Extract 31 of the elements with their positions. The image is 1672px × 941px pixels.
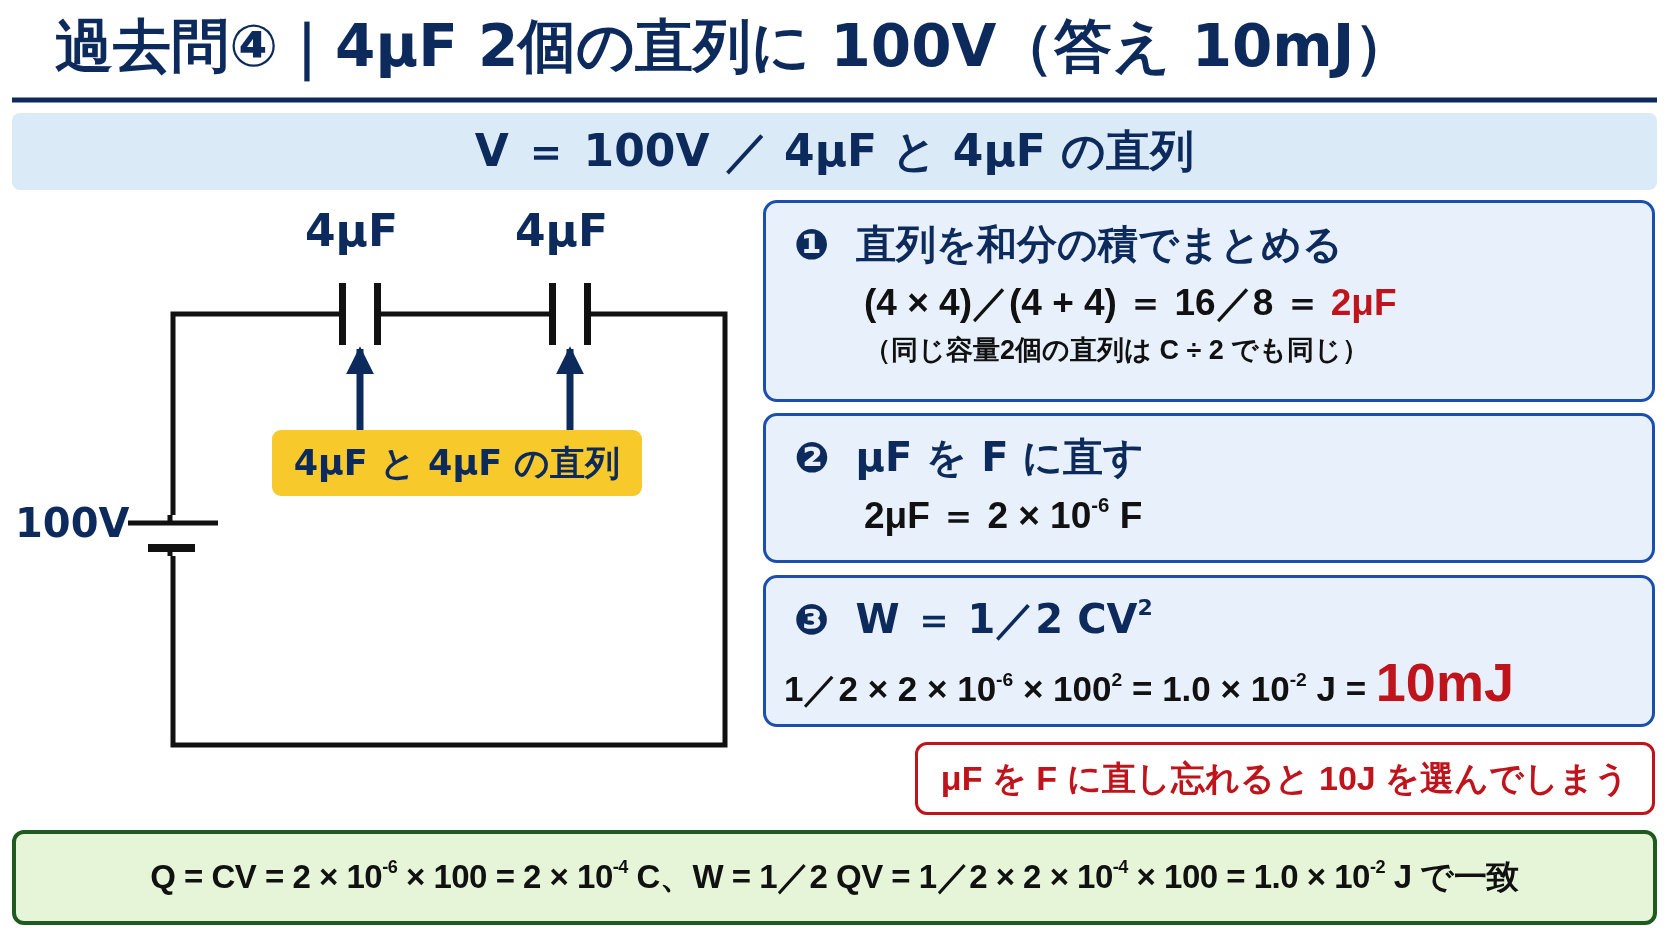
step-heading: 直列を和分の積でまとめる [855, 220, 1343, 269]
step-number: ❸ [794, 595, 830, 644]
formula-text: (4 × 4)／(4 + 4) ＝ 16／8 ＝ 2μF [863, 281, 1398, 325]
wire [170, 311, 339, 515]
formula-text: 1／2 × 2 × 10$^{-6}$ × 100$^{2}$ = 1.0 × 10$^{-2}$ J = 10mJ [784, 651, 1515, 713]
step-card [763, 413, 1655, 563]
capacitance-label: 4μF [305, 205, 399, 256]
subtitle-band [12, 113, 1657, 190]
step-card [763, 575, 1655, 727]
label-text: V ＝ 100V ／ 4μF と 4μF の直列 [474, 124, 1195, 178]
summary-box [12, 830, 1657, 925]
step-number: ❷ [794, 433, 830, 482]
formula-text: 2μF ＝ 2 × 10$^{-6}$ F [863, 492, 1144, 538]
warning-box [915, 742, 1655, 815]
voltage-label: 100V [15, 500, 130, 546]
step-number: ❶ [794, 220, 830, 269]
warning-text: μF を F に直し忘れると 10J を選んでしまう [940, 757, 1630, 799]
title-text: 過去問④｜4μF 2個の直列に 100V（答え 10mJ） [55, 11, 1413, 84]
step-heading: W ＝ 1／2 CV$^{2}$ [855, 594, 1153, 644]
note-text: （同じ容量2個の直列は C ÷ 2 でも同じ） [863, 334, 1371, 367]
arrow [556, 346, 584, 430]
battery-symbol [128, 515, 218, 556]
step-heading: μF を F に直す [855, 433, 1145, 482]
wire [381, 311, 549, 317]
highlight-label [272, 430, 642, 496]
summary-text: Q = CV = 2 × 10$^{-6}$ × 100 = 2 × 10$^{-4}$ C、W = 1／2 QV = 1／2 × 2 × 10$^{-4}$ × 100 = 1.0 × 10$^{-2}$ J で一致 [150, 856, 1519, 897]
wire [170, 311, 728, 748]
capacitance-label: 4μF [515, 205, 609, 256]
label-text: 4μF と 4μF の直列 [293, 441, 621, 485]
arrow [346, 346, 374, 430]
step-card [763, 200, 1655, 402]
